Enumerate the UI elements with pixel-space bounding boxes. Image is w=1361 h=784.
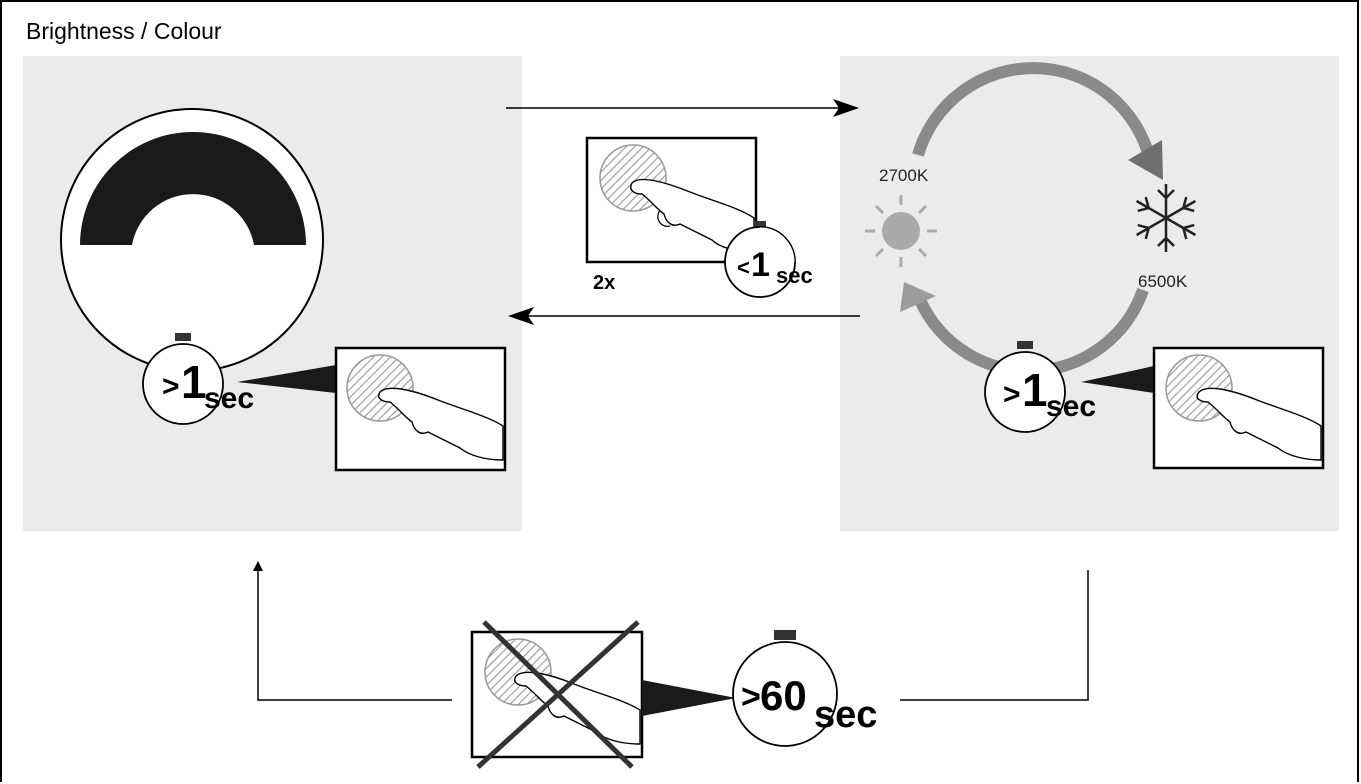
double-tap-touch-icon bbox=[585, 136, 758, 264]
short-press-unit: sec bbox=[776, 263, 813, 288]
colour-press-value: 1 bbox=[1022, 364, 1048, 416]
return-path-right bbox=[900, 570, 1089, 701]
brightness-touch-icon bbox=[334, 346, 507, 472]
colour-press-unit: sec bbox=[1046, 390, 1096, 423]
colour-press-prefix: > bbox=[1003, 378, 1021, 411]
colour-touch-icon bbox=[1152, 346, 1325, 470]
warm-temperature-label: 2700K bbox=[879, 166, 929, 185]
timeout-pointer bbox=[642, 680, 736, 716]
timeout-stopwatch-icon bbox=[732, 630, 838, 747]
cool-temperature-label: 6500K bbox=[1138, 272, 1188, 291]
timeout-prefix: > bbox=[741, 678, 761, 716]
brightness-stopwatch-icon bbox=[142, 333, 224, 425]
double-tap-count: 2x bbox=[593, 272, 615, 294]
colour-stopwatch-icon bbox=[984, 341, 1066, 433]
brightness-press-value: 1 bbox=[181, 356, 207, 408]
colour-pointer bbox=[1081, 366, 1154, 393]
snowflake-icon bbox=[1135, 184, 1197, 252]
brightness-press-unit: sec bbox=[204, 382, 254, 415]
diagram-title: Brightness / Colour bbox=[26, 18, 222, 44]
colour-cycle-arrows bbox=[900, 62, 1163, 377]
timeout-value: 60 bbox=[760, 672, 807, 719]
brightness-press-prefix: > bbox=[162, 370, 180, 403]
short-press-prefix: < bbox=[737, 255, 750, 280]
sun-icon bbox=[865, 195, 937, 267]
brightness-dial-icon bbox=[60, 108, 324, 372]
timeout-unit: sec bbox=[814, 694, 877, 736]
short-press-stopwatch-icon bbox=[724, 221, 796, 298]
brightness-pointer bbox=[237, 365, 336, 393]
return-path-left bbox=[253, 561, 452, 701]
short-press-value: 1 bbox=[751, 246, 770, 284]
no-touch-icon bbox=[470, 620, 644, 769]
